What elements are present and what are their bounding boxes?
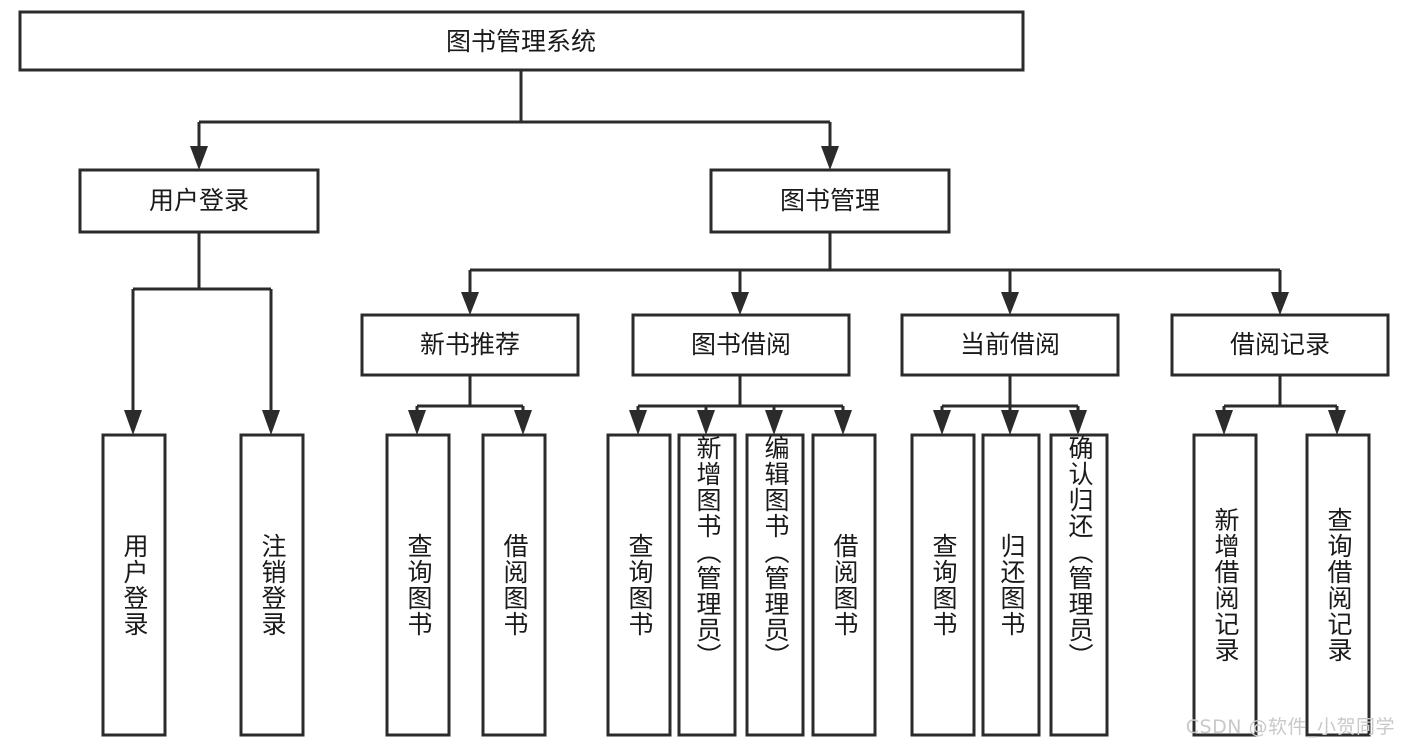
node-new-book-rec-box[interactable]	[360, 313, 580, 377]
arrow-leaf-user-login	[124, 410, 142, 435]
leaf-add-record-box[interactable]	[1192, 433, 1258, 737]
arrow-to-book-manage	[821, 146, 839, 170]
leaf-borrow-book-1-box[interactable]	[481, 433, 547, 737]
connectors-book-borrow-to-leaves	[629, 375, 852, 435]
leaf-query-book-2-box[interactable]	[606, 433, 672, 737]
node-new-book-rec[interactable]: 新书推荐	[360, 313, 580, 377]
connectors-user-login-to-leaves	[124, 232, 280, 435]
node-current-borrow[interactable]: 当前借阅	[900, 313, 1120, 377]
arrow-leaf-query-book-2	[629, 410, 647, 435]
arrow-leaf-add-book	[697, 410, 715, 435]
connectors-new-book-rec-to-leaves	[408, 375, 532, 435]
leaf-edit-book-box[interactable]	[745, 433, 805, 737]
arrow-leaf-query-book-1	[408, 410, 426, 435]
csdn-watermark: CSDN @软件_小贺同学	[1185, 716, 1395, 738]
leaf-boxes	[101, 433, 1371, 737]
leaf-return-book-box[interactable]	[981, 433, 1041, 737]
leaf-query-book-1-box[interactable]	[385, 433, 451, 737]
arrow-leaf-query-book-3	[933, 410, 951, 435]
node-new-book-rec-label: 新书推荐	[420, 330, 520, 359]
arrow-to-borrow-record	[1271, 292, 1289, 315]
arrow-to-book-borrow	[731, 292, 749, 315]
arrow-to-current-borrow	[1001, 292, 1019, 315]
node-root-label: 图书管理系统	[446, 27, 596, 56]
node-book-borrow-box[interactable]	[631, 313, 851, 377]
arrow-leaf-return-book	[1001, 410, 1019, 435]
node-user-login-box[interactable]	[78, 168, 320, 234]
arrow-leaf-confirm-return	[1069, 410, 1087, 435]
node-borrow-record[interactable]: 借阅记录	[1170, 313, 1390, 377]
arrow-leaf-logout	[262, 410, 280, 435]
node-book-manage-box[interactable]	[709, 168, 951, 234]
node-user-login-label: 用户登录	[149, 186, 249, 215]
node-borrow-record-box[interactable]	[1170, 313, 1390, 377]
connectors-current-borrow-to-leaves	[933, 375, 1087, 435]
node-root-box[interactable]	[18, 10, 1025, 72]
node-book-manage-label: 图书管理	[780, 186, 880, 215]
arrow-leaf-borrow-book-1	[514, 410, 532, 435]
arrow-to-user-login	[190, 146, 208, 170]
node-user-login[interactable]: 用户登录	[78, 168, 320, 234]
arrow-leaf-borrow-book-2	[834, 410, 852, 435]
node-current-borrow-label: 当前借阅	[960, 330, 1060, 359]
arrow-leaf-add-record	[1215, 410, 1233, 435]
node-book-manage[interactable]: 图书管理	[709, 168, 951, 234]
connectors-book-manage-to-level3	[461, 232, 1289, 315]
arrow-leaf-edit-book	[765, 410, 783, 435]
node-borrow-record-label: 借阅记录	[1230, 330, 1330, 359]
leaf-query-record-box[interactable]	[1305, 433, 1371, 737]
leaf-confirm-return-box[interactable]	[1049, 433, 1109, 737]
leaf-borrow-book-2-box[interactable]	[811, 433, 877, 737]
leaf-query-book-3-box[interactable]	[910, 433, 976, 737]
node-book-borrow[interactable]: 图书借阅	[631, 313, 851, 377]
node-root[interactable]: 图书管理系统	[18, 10, 1025, 72]
arrow-leaf-query-record	[1328, 410, 1346, 435]
node-current-borrow-box[interactable]	[900, 313, 1120, 377]
node-book-borrow-label: 图书借阅	[691, 330, 791, 359]
connectors-borrow-record-to-leaves	[1215, 375, 1346, 435]
connectors-root-to-level2	[190, 70, 839, 170]
arrow-to-new-book-rec	[461, 292, 479, 315]
leaf-add-book-box[interactable]	[677, 433, 737, 737]
leaf-user-login-box[interactable]	[101, 433, 167, 737]
leaf-logout-box[interactable]	[239, 433, 305, 737]
